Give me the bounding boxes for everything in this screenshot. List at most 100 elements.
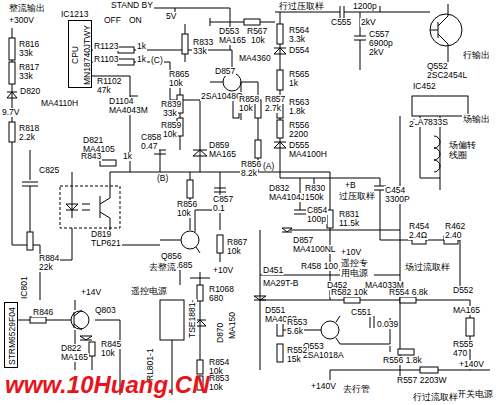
part-label: D857: [214, 67, 236, 76]
part-label: 9.7V: [1, 108, 21, 117]
part-label: R818: [18, 124, 40, 133]
part-label: 行过压取样: [278, 1, 325, 11]
part-label: 470: [452, 349, 468, 358]
part-label: R856: [240, 160, 262, 169]
part-label: 10k: [100, 349, 116, 358]
part-label: 2kV: [368, 48, 385, 57]
part-label: +10V: [340, 248, 362, 257]
part-label: 2SA1018A: [302, 351, 345, 360]
part-label: R567: [246, 27, 268, 36]
part-label: 33k: [18, 72, 34, 81]
part-label: 场过流取样: [404, 262, 451, 272]
part-label: MA165: [452, 306, 481, 315]
part-label: 去行管: [342, 384, 371, 394]
part-label: Q552: [426, 62, 449, 71]
part-label: 2200: [288, 130, 309, 139]
part-label: 5V: [165, 12, 177, 21]
part-label: D821: [82, 136, 104, 145]
part-label: TSE1881-: [188, 299, 197, 339]
part-label: 1k: [136, 42, 147, 51]
part-label: 0.47: [140, 142, 159, 151]
part-label: 场偏转线圈: [448, 140, 480, 160]
part-label: 10k: [250, 36, 266, 45]
part-label: 过压取样: [338, 191, 376, 201]
part-label: (B): [156, 174, 169, 183]
part-label: 3300P: [384, 195, 411, 204]
part-label: 场输出: [462, 114, 491, 124]
part-label: R839: [160, 100, 182, 109]
part-label: MA150: [228, 311, 237, 340]
part-label: R833: [192, 38, 214, 47]
part-label: +B: [344, 181, 357, 190]
part-label: 100p: [306, 215, 327, 224]
part-label: +10V: [212, 266, 234, 275]
part-label: 1k: [288, 79, 299, 88]
part-label: MA4104J: [268, 193, 306, 202]
part-label: C858: [140, 133, 162, 142]
part-label: R859: [160, 121, 182, 130]
part-label: +14V: [80, 288, 102, 297]
part-label: C551: [350, 308, 372, 317]
part-label: D551: [264, 306, 286, 315]
part-label: 2kV: [360, 18, 377, 27]
part-label: 1.8k: [288, 107, 306, 116]
part-label: MA165: [208, 150, 237, 159]
part-label: 2.2k: [18, 133, 36, 142]
part-label: D857: [292, 236, 314, 245]
part-label: R555: [452, 340, 474, 349]
part-label: R565: [288, 70, 310, 79]
part-label: R582 10k: [330, 288, 368, 297]
part-label: R857: [264, 95, 286, 104]
part-label: D552: [452, 286, 474, 295]
part-label: 47k: [96, 86, 112, 95]
part-label: 8.2k: [240, 169, 258, 178]
ic-label: MN18740JTWY: [83, 25, 92, 85]
part-label: R858: [238, 95, 260, 104]
part-label: LA7833S: [412, 118, 449, 127]
part-label: 2: [408, 120, 415, 129]
watermark: www.10Huang.CN: [4, 372, 210, 398]
part-label: D553: [218, 27, 240, 36]
part-label: +140V: [310, 382, 337, 391]
part-label: C555: [330, 18, 352, 27]
part-label: D555: [288, 141, 310, 150]
part-label: C557: [368, 30, 390, 39]
part-label: 6900p: [368, 39, 394, 48]
ic-label: CPU: [71, 46, 80, 64]
part-label: 3.3k: [288, 35, 306, 44]
part-label: Q856: [160, 252, 183, 261]
part-label: 行过流取样: [412, 392, 459, 402]
part-label: R867: [226, 238, 248, 247]
ic-box: CPUMN18740JTWY: [68, 20, 92, 88]
part-label: D451: [262, 266, 284, 275]
part-label: R1102: [96, 77, 122, 86]
part-label: R553: [286, 318, 308, 327]
part-label: TLP621: [90, 239, 122, 248]
part-label: 680: [208, 294, 224, 303]
part-label: +300V: [8, 16, 35, 25]
part-label: 0.1: [212, 204, 226, 213]
part-label: IC452: [412, 82, 437, 91]
part-label: MA4110H: [40, 99, 79, 108]
part-label: C454: [384, 186, 406, 195]
part-label: D822: [60, 344, 82, 353]
part-label: 2SC2454L: [426, 71, 468, 80]
part-label: 150k: [304, 193, 324, 202]
part-label: R845: [100, 340, 122, 349]
part-label: R554 6.8k: [388, 288, 429, 297]
part-label: STAND BY: [110, 1, 154, 10]
part-label: R564: [288, 26, 310, 35]
part-label: ON: [128, 16, 143, 25]
part-label: R831: [338, 210, 360, 219]
part-label: 22k: [38, 263, 54, 272]
ic-box: STRM6529F04: [4, 302, 18, 368]
part-label: R458 100: [300, 262, 339, 271]
part-label: MA4100H: [288, 150, 328, 159]
part-label: IC801: [20, 275, 29, 300]
part-label: MA4360: [238, 54, 272, 63]
part-label: 行输出: [462, 50, 491, 60]
part-label: 5.6k: [286, 327, 304, 336]
part-label: R552: [286, 346, 308, 355]
ic-label: STRM6529F04: [8, 307, 17, 365]
